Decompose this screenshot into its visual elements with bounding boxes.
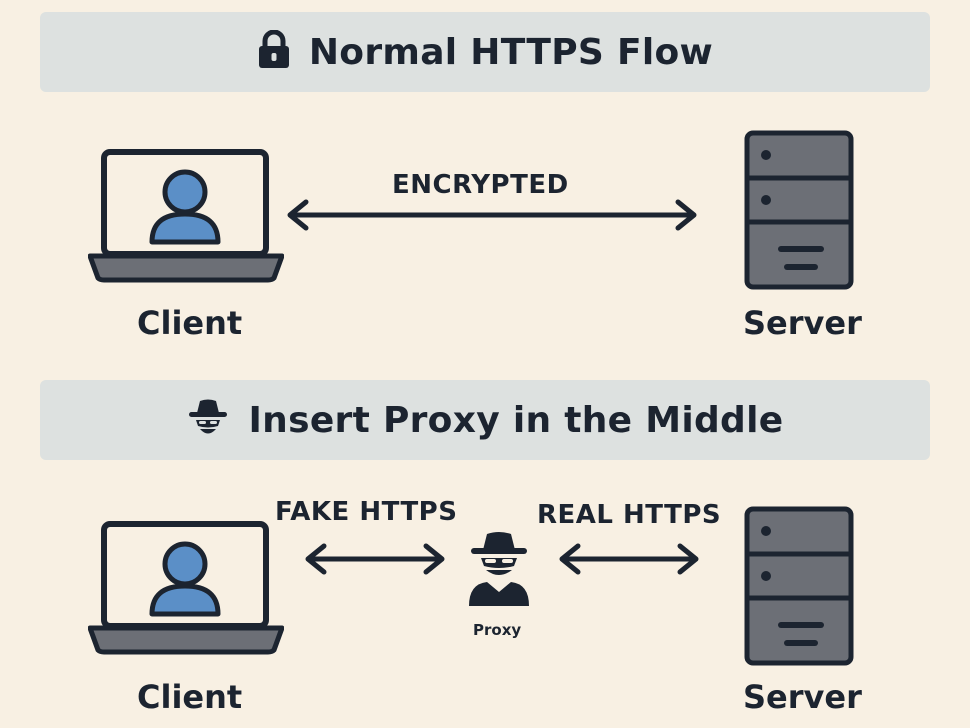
spy-icon [186, 396, 230, 444]
client-label: Client [137, 304, 243, 342]
real-https-arrow [559, 543, 699, 575]
proxy-title: Insert Proxy in the Middle [248, 399, 784, 441]
fake-https-arrow [305, 543, 445, 575]
normal-flow-title: Normal HTTPS Flow [308, 31, 714, 73]
encrypted-arrow [287, 199, 697, 231]
proxy-spy-icon [469, 532, 529, 606]
normal-flow-banner: Normal HTTPS Flow [40, 12, 930, 92]
server-icon [744, 130, 854, 290]
proxy-label: Proxy [473, 621, 522, 639]
client-laptop-icon [88, 521, 284, 655]
client-laptop-icon [88, 149, 284, 283]
proxy-banner: Insert Proxy in the Middle [40, 380, 930, 460]
fake-https-label: FAKE HTTPS [275, 497, 458, 527]
encrypted-label: ENCRYPTED [392, 170, 569, 200]
real-https-label: REAL HTTPS [537, 500, 722, 530]
client-label: Client [137, 678, 243, 716]
server-label: Server [743, 304, 862, 342]
server-icon [744, 506, 854, 666]
server-label: Server [743, 678, 862, 716]
lock-icon [257, 29, 291, 74]
